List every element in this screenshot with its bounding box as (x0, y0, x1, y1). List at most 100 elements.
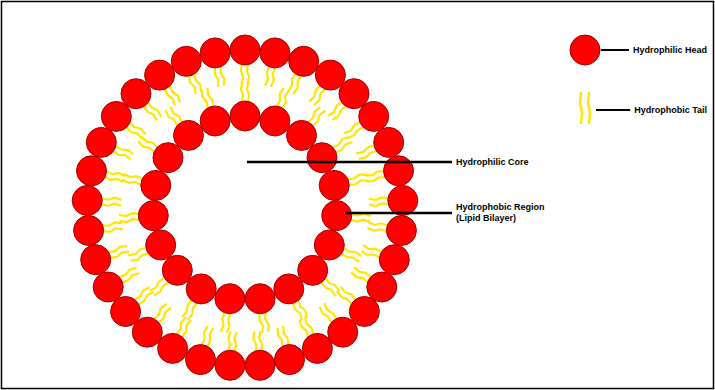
lipid-tail (356, 146, 374, 154)
lipid-head (171, 46, 201, 76)
lipid-head (379, 245, 409, 275)
lipid-tail (321, 282, 335, 296)
legend-head-symbol (570, 35, 600, 65)
lipid-head (141, 170, 171, 200)
part-label: Hydrophobic Region (Lipid Bilayer) (456, 202, 561, 224)
lipid-head (162, 255, 192, 285)
lipid-tail (260, 313, 263, 333)
lipid-tail (234, 332, 236, 352)
lipid-head (384, 156, 414, 186)
lipid-tail (368, 222, 388, 225)
lipid-head (158, 333, 188, 363)
lipid-tail (361, 251, 380, 258)
legend-tail-symbol (580, 92, 582, 124)
lipid-head (146, 230, 176, 260)
lipid-tail (367, 228, 387, 231)
lipid-tail (202, 326, 208, 345)
lipid-tail (247, 64, 249, 84)
lipid-head (245, 350, 275, 380)
lipid-tail (241, 64, 243, 84)
lipid-tail (282, 90, 289, 109)
lipid-tail (341, 253, 359, 261)
lipid-tail (158, 308, 171, 323)
lipid-tail (283, 326, 288, 345)
lipid-head (374, 127, 404, 157)
lipid-head (230, 101, 260, 131)
leader-line (596, 109, 630, 111)
legend-tail-symbol (588, 92, 590, 124)
lipid-tail (363, 245, 382, 252)
lipid-head (93, 272, 123, 302)
lipid-tail (138, 292, 154, 305)
lipid-head (260, 106, 290, 136)
hydrophilic-heads (72, 35, 418, 380)
lipid-head (328, 317, 358, 347)
lipid-head (386, 216, 416, 246)
lipid-tail (348, 127, 365, 138)
lipid-tail (122, 273, 140, 283)
lipid-tail (265, 66, 269, 86)
lipid-tail (101, 204, 121, 206)
lipid-head (200, 38, 230, 68)
lipid-tail (227, 313, 231, 333)
lipid-tail (241, 82, 243, 102)
lipid-head (275, 345, 305, 375)
lipid-tail (309, 85, 320, 102)
lipid-head (186, 274, 216, 304)
lipid-tail (182, 300, 192, 317)
lipid-tail (122, 180, 141, 185)
lipid-tail (305, 317, 314, 335)
lipid-head (138, 201, 168, 231)
lipid-tail (134, 287, 149, 300)
lipid-head (145, 60, 175, 90)
part-label: Hydrophilic Core (456, 157, 529, 168)
legend-text: Hydrophobic Tail (634, 105, 707, 116)
lipid-tail (343, 248, 361, 256)
lipid-tail (104, 177, 123, 182)
lipid-tail (288, 73, 296, 91)
lipid-tail (207, 328, 213, 347)
lipid-tail (313, 111, 326, 127)
lipid-tail (328, 102, 342, 116)
lipid-tail (128, 248, 147, 256)
lipid-head (388, 186, 418, 216)
lipid-head (230, 35, 260, 65)
lipid-tail (347, 175, 367, 180)
lipid-head (289, 46, 319, 76)
lipid-tail (369, 197, 389, 200)
lipid-tail (170, 85, 180, 102)
lipid-tail (221, 66, 225, 86)
lipid-tail (335, 142, 352, 153)
lipid-tail (207, 88, 213, 107)
lipid-tail (277, 88, 284, 107)
lipid-head (274, 274, 304, 304)
lipid-tail (253, 332, 256, 352)
lipid-tail (354, 267, 371, 277)
lipid-head (298, 255, 328, 285)
hydrophobic-tails (101, 64, 389, 352)
lipid-tail (320, 307, 332, 323)
lipid-tail (170, 106, 182, 122)
lipid-tail (103, 228, 123, 231)
lipid-head (319, 170, 349, 200)
lipid-head (260, 38, 290, 68)
lipid-head (81, 245, 111, 275)
lipid-tail (150, 278, 165, 291)
lipid-tail (124, 174, 143, 179)
lipid-head (174, 120, 204, 150)
lipid-tail (154, 282, 169, 295)
lipid-tail (366, 177, 386, 181)
lipid-tail (102, 223, 122, 226)
lipid-tail (324, 303, 336, 319)
leader-line (345, 212, 452, 215)
lipid-tail (265, 312, 268, 332)
lipid-tail (365, 171, 385, 175)
lipid-tail (126, 127, 142, 139)
lipid-head (245, 284, 275, 314)
lipid-head (200, 106, 230, 136)
lipid-tail (271, 67, 275, 87)
lipid-head (72, 186, 102, 216)
